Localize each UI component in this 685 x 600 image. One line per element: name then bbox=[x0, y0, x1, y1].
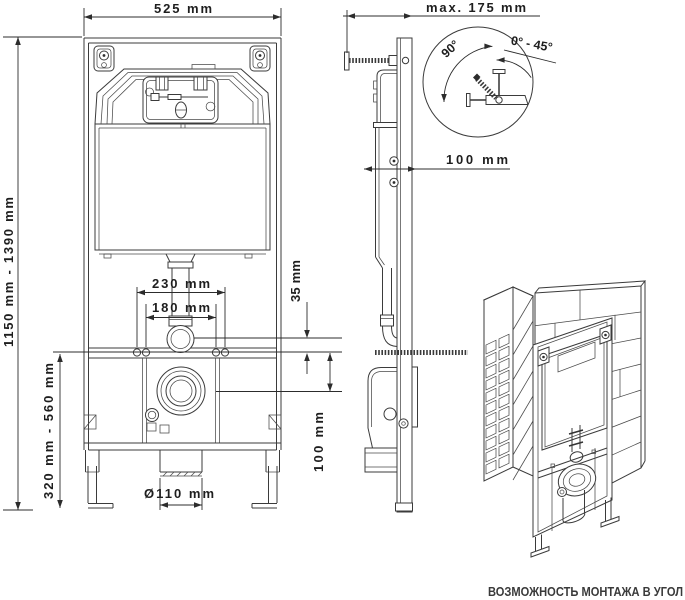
leg-left bbox=[85, 450, 114, 509]
isometric-view bbox=[482, 280, 647, 558]
flush-pipe-front bbox=[165, 253, 196, 353]
front-dimensions: 525 mm 1150 mm - 1390 mm 320 mm - 560 mm… bbox=[1, 1, 333, 511]
corner-mounting-note: ВОЗМОЖНОСТЬ МОНТАЖА В УГОЛ bbox=[488, 584, 683, 599]
dim-bolt-inner: 180 mm bbox=[152, 300, 210, 315]
drain-front bbox=[145, 366, 206, 434]
dim-frame-width: 525 mm bbox=[154, 1, 212, 16]
frame-rail-side bbox=[395, 37, 418, 513]
dim-flush-offset: 35 mm bbox=[288, 260, 303, 302]
access-panel bbox=[142, 76, 219, 128]
wall-anchor-rod bbox=[344, 51, 398, 71]
drain-elbow-side bbox=[364, 367, 409, 473]
dim-frame-depth: 100 mm bbox=[446, 152, 508, 167]
cistern-side bbox=[373, 69, 398, 347]
side-clip-left bbox=[83, 414, 97, 430]
mounting-bracket-left bbox=[93, 45, 115, 72]
glass-blocks bbox=[485, 333, 510, 475]
dim-drain-diameter: Ø110 mm bbox=[144, 486, 214, 501]
mounting-bracket-right bbox=[249, 45, 271, 72]
side-view: max. 175 mm 100 mm bbox=[343, 0, 540, 513]
side-clip-right bbox=[268, 414, 282, 430]
dim-bolt-outer: 230 mm bbox=[152, 276, 210, 291]
dim-lower-height: 320 mm - 560 mm bbox=[41, 363, 56, 499]
cistern-front bbox=[94, 64, 271, 259]
glass-block-wall bbox=[482, 286, 535, 482]
angle-range-label: 0° - 45° bbox=[510, 34, 554, 55]
drain-stub bbox=[159, 450, 203, 477]
angle-detail: 90° 0° - 45° bbox=[422, 26, 557, 138]
frame-isometric bbox=[530, 317, 620, 558]
front-view bbox=[53, 37, 342, 509]
leg-right bbox=[251, 450, 280, 509]
dim-install-height: 1150 mm - 1390 mm bbox=[1, 197, 16, 347]
dim-drain-offset: 100 mm bbox=[311, 412, 326, 472]
dim-wall-distance: max. 175 mm bbox=[426, 0, 526, 15]
